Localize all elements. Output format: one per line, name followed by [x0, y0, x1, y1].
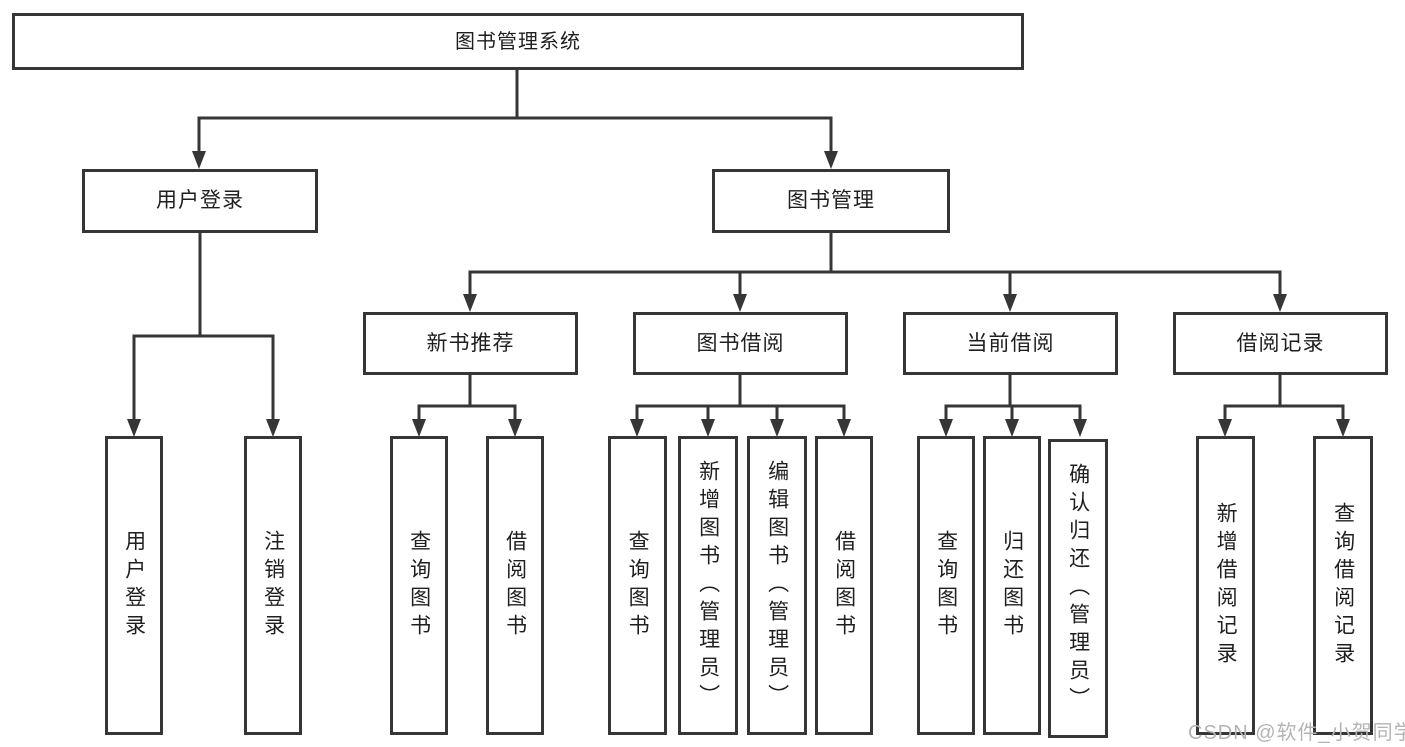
leaf-borrow-books-recommend: 借阅图书: [486, 436, 544, 735]
node-current-borrow: 当前借阅: [903, 312, 1118, 375]
leaf-user-login: 用户登录: [105, 436, 163, 735]
leaf-query-borrow-record: 查询借阅记录: [1313, 436, 1373, 735]
leaf-query-books-recommend: 查询图书: [390, 436, 448, 735]
leaf-return-books: 归还图书: [983, 436, 1041, 735]
node-book-borrow: 图书借阅: [633, 312, 848, 375]
node-borrow-records: 借阅记录: [1173, 312, 1388, 375]
leaf-add-borrow-record: 新增借阅记录: [1196, 436, 1255, 735]
watermark: CSDN @软件_小贺同学: [1188, 722, 1405, 744]
leaf-add-books-admin: 新增图书（管理员）: [678, 436, 738, 735]
leaf-logout-login: 注销登录: [244, 436, 302, 735]
node-library-system: 图书管理系统: [12, 13, 1024, 70]
leaf-borrow-books: 借阅图书: [815, 436, 873, 735]
node-book-management: 图书管理: [712, 169, 950, 233]
node-new-book-recommend: 新书推荐: [363, 312, 578, 375]
leaf-confirm-return-admin: 确认归还（管理员）: [1048, 439, 1108, 738]
leaf-edit-books-admin: 编辑图书（管理员）: [747, 436, 807, 735]
node-user-login: 用户登录: [82, 169, 318, 233]
leaf-query-books-borrow: 查询图书: [608, 436, 667, 735]
leaf-query-books-current: 查询图书: [917, 436, 975, 735]
